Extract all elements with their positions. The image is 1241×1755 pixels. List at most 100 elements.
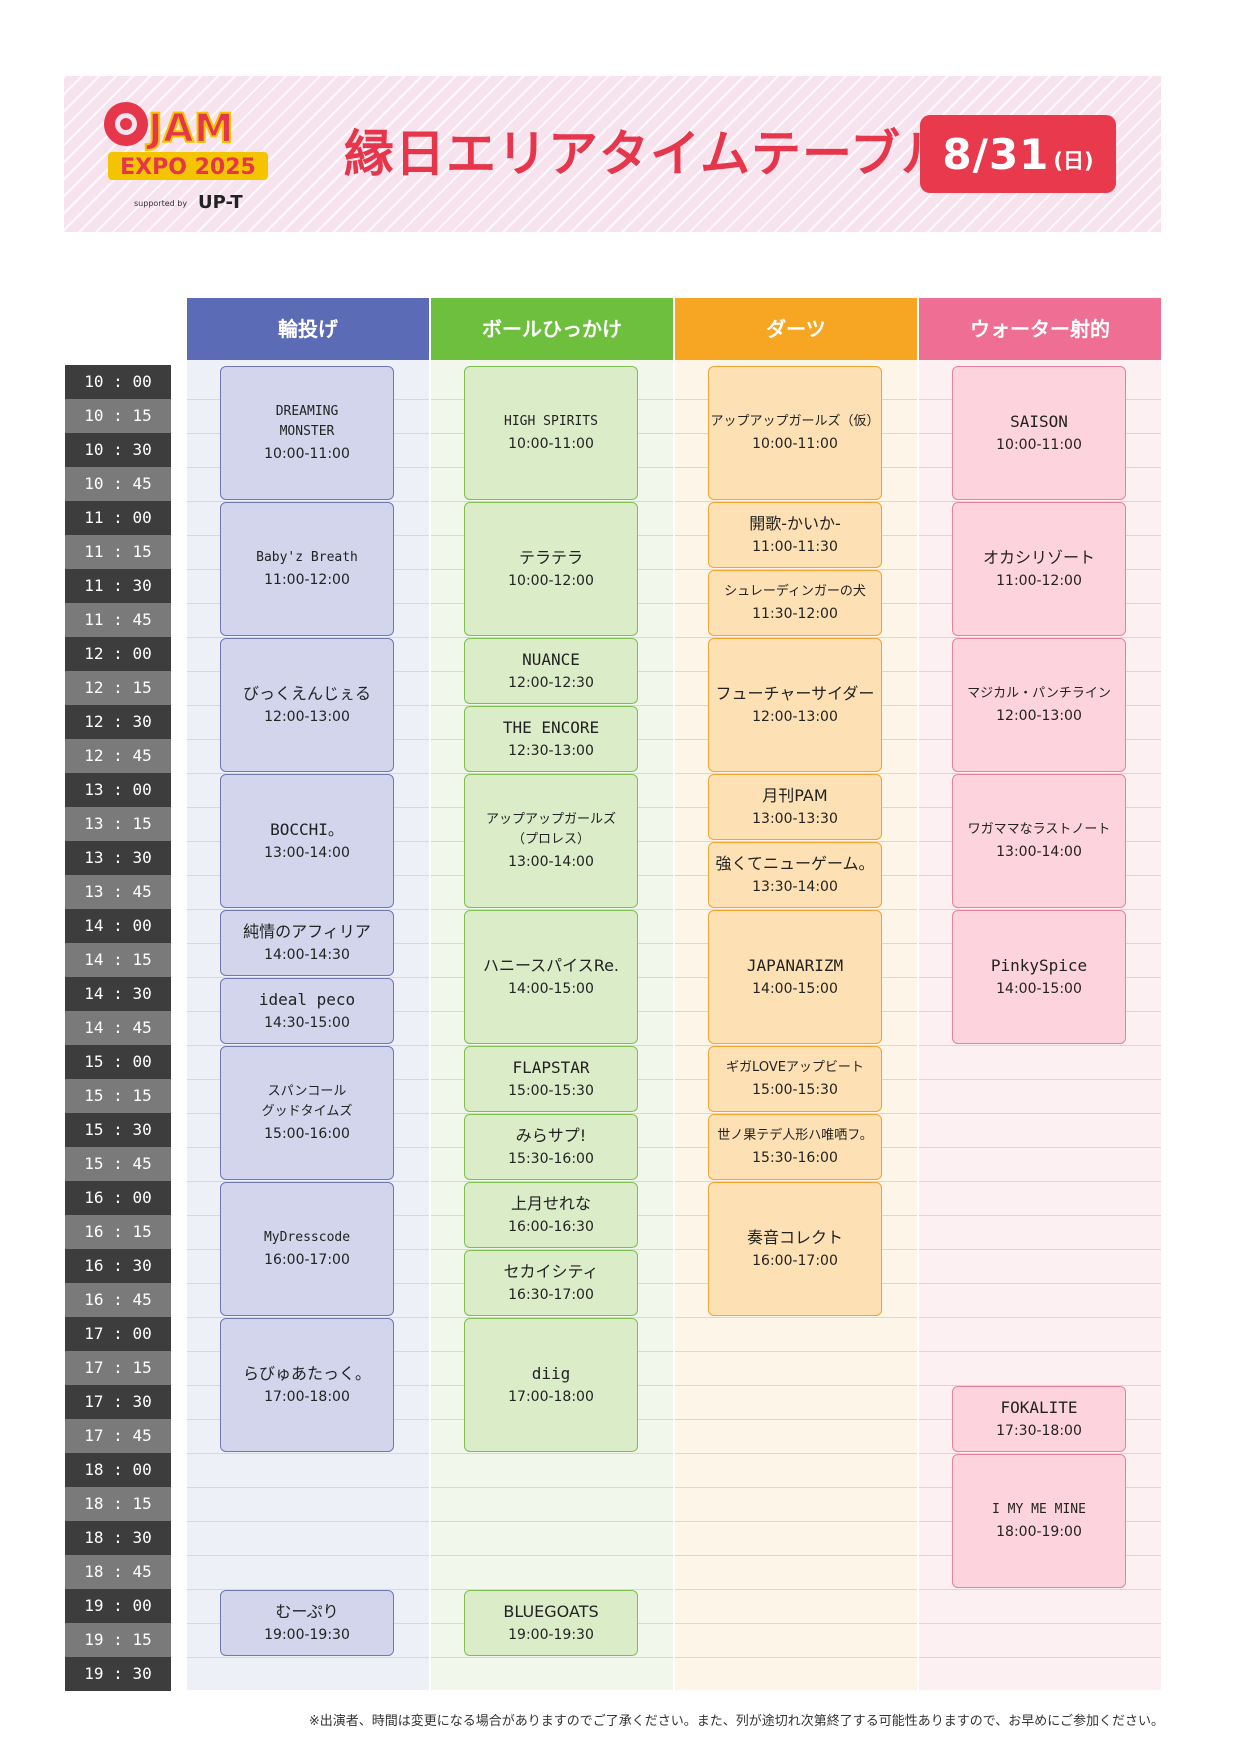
performance-time: 16:30-17:00 bbox=[508, 1287, 594, 1303]
performance-time: 10:00-11:00 bbox=[752, 435, 838, 452]
header-banner: JAM EXPO 2025 supported by UP-T 縁日エリアタイム… bbox=[64, 76, 1161, 232]
row-divider bbox=[675, 1181, 917, 1182]
performance-slot: らびゅあたっく。17:00-18:00 bbox=[220, 1318, 394, 1452]
performer-name: NUANCE bbox=[522, 650, 580, 669]
performer-name: ワガママなラストノート bbox=[967, 821, 1111, 837]
performance-time: 13:00-13:30 bbox=[752, 811, 838, 827]
performer-name: むーぷり bbox=[275, 1602, 339, 1621]
time-label: 12 : 00 bbox=[65, 637, 171, 671]
row-divider bbox=[431, 1555, 673, 1556]
time-label: 15 : 30 bbox=[65, 1113, 171, 1147]
row-divider bbox=[675, 841, 917, 842]
performer-name: ハニースパイスRe. bbox=[482, 956, 620, 975]
row-divider bbox=[187, 1317, 429, 1318]
row-divider bbox=[431, 1317, 673, 1318]
performer-name: シュレーディンガーの犬 bbox=[724, 583, 866, 599]
page-title: 縁日エリアタイムテーブル bbox=[344, 125, 952, 183]
performer-name: 開歌-かいか- bbox=[749, 514, 841, 533]
time-label: 18 : 15 bbox=[65, 1487, 171, 1521]
performer-name: アップアップガールズ （プロレス） bbox=[485, 811, 616, 847]
performer-name: 奏音コレクト bbox=[746, 1228, 843, 1247]
performance-time: 14:00-15:00 bbox=[996, 981, 1082, 997]
performance-time: 14:00-14:30 bbox=[264, 947, 350, 963]
performer-name: フューチャーサイダー bbox=[715, 684, 875, 703]
row-divider bbox=[919, 1351, 1161, 1352]
performance-time: 15:00-15:30 bbox=[752, 1081, 838, 1098]
time-label: 10 : 15 bbox=[65, 399, 171, 433]
row-divider bbox=[187, 637, 429, 638]
row-divider bbox=[675, 1623, 917, 1624]
performance-slot: 開歌-かいか- 11:00-11:30 bbox=[708, 502, 882, 568]
row-divider bbox=[675, 1589, 917, 1590]
performance-time: 12:30-13:00 bbox=[508, 743, 594, 759]
performer-name: I MY ME MINE bbox=[992, 1501, 1086, 1517]
performer-name: 月刊PAM bbox=[762, 786, 828, 805]
performance-time: 10:00-11:00 bbox=[508, 435, 594, 452]
row-divider bbox=[919, 909, 1161, 910]
time-label: 10 : 30 bbox=[65, 433, 171, 467]
performance-time: 17:00-18:00 bbox=[508, 1389, 594, 1405]
row-divider bbox=[919, 501, 1161, 502]
time-label: 18 : 00 bbox=[65, 1453, 171, 1487]
performance-time: 10:00-11:00 bbox=[264, 445, 350, 462]
performer-name: びっくえんじぇる bbox=[242, 684, 371, 703]
performer-name: THE ENCORE bbox=[502, 718, 600, 737]
row-divider bbox=[431, 637, 673, 638]
performance-slot: BOCCHI。13:00-14:00 bbox=[220, 774, 394, 908]
performance-time: 11:00-12:00 bbox=[264, 571, 350, 588]
row-divider bbox=[187, 1487, 429, 1488]
performer-name: スパンコール グッドタイムズ bbox=[261, 1083, 353, 1119]
performance-time: 12:00-12:30 bbox=[508, 675, 594, 691]
time-label: 10 : 45 bbox=[65, 467, 171, 501]
row-divider bbox=[431, 1521, 673, 1522]
time-label: 17 : 15 bbox=[65, 1351, 171, 1385]
performance-slot: 世ノ果テデ人形ハ唯哂フ。15:30-16:00 bbox=[708, 1114, 882, 1180]
performance-time: 11:00-11:30 bbox=[752, 539, 838, 555]
performer-name: セカイシティ bbox=[503, 1262, 599, 1281]
row-divider bbox=[675, 1385, 917, 1386]
performance-time: 13:00-14:00 bbox=[264, 845, 350, 861]
row-divider bbox=[187, 977, 429, 978]
time-label: 18 : 30 bbox=[65, 1521, 171, 1555]
row-divider bbox=[919, 1079, 1161, 1080]
row-divider bbox=[187, 909, 429, 910]
row-divider bbox=[919, 1317, 1161, 1318]
performer-name: FOKALITE bbox=[1000, 1398, 1078, 1417]
performance-time: 10:00-11:00 bbox=[996, 437, 1082, 453]
performance-time: 16:00-17:00 bbox=[264, 1251, 350, 1268]
row-divider bbox=[675, 1453, 917, 1454]
row-divider bbox=[919, 1453, 1161, 1454]
row-divider bbox=[919, 1283, 1161, 1284]
day-of-week-text: (日) bbox=[1053, 149, 1094, 173]
performance-time: 14:30-15:00 bbox=[264, 1015, 350, 1031]
performance-time: 12:00-13:00 bbox=[996, 707, 1082, 724]
row-divider bbox=[431, 1181, 673, 1182]
performance-slot: 月刊PAM 13:00-13:30 bbox=[708, 774, 882, 840]
row-divider bbox=[187, 1181, 429, 1182]
row-divider bbox=[919, 1181, 1161, 1182]
time-label: 16 : 00 bbox=[65, 1181, 171, 1215]
time-label: 17 : 00 bbox=[65, 1317, 171, 1351]
performance-slot: アップアップガールズ （プロレス）13:00-14:00 bbox=[464, 774, 638, 908]
performance-time: 18:00-19:00 bbox=[996, 1523, 1082, 1540]
logo-jam-text: JAM bbox=[145, 106, 234, 152]
time-label: 12 : 15 bbox=[65, 671, 171, 705]
row-divider bbox=[919, 1113, 1161, 1114]
time-label: 13 : 15 bbox=[65, 807, 171, 841]
row-divider bbox=[431, 1453, 673, 1454]
row-divider bbox=[675, 1419, 917, 1420]
time-label: 15 : 15 bbox=[65, 1079, 171, 1113]
performance-time: 11:00-12:00 bbox=[996, 573, 1082, 589]
